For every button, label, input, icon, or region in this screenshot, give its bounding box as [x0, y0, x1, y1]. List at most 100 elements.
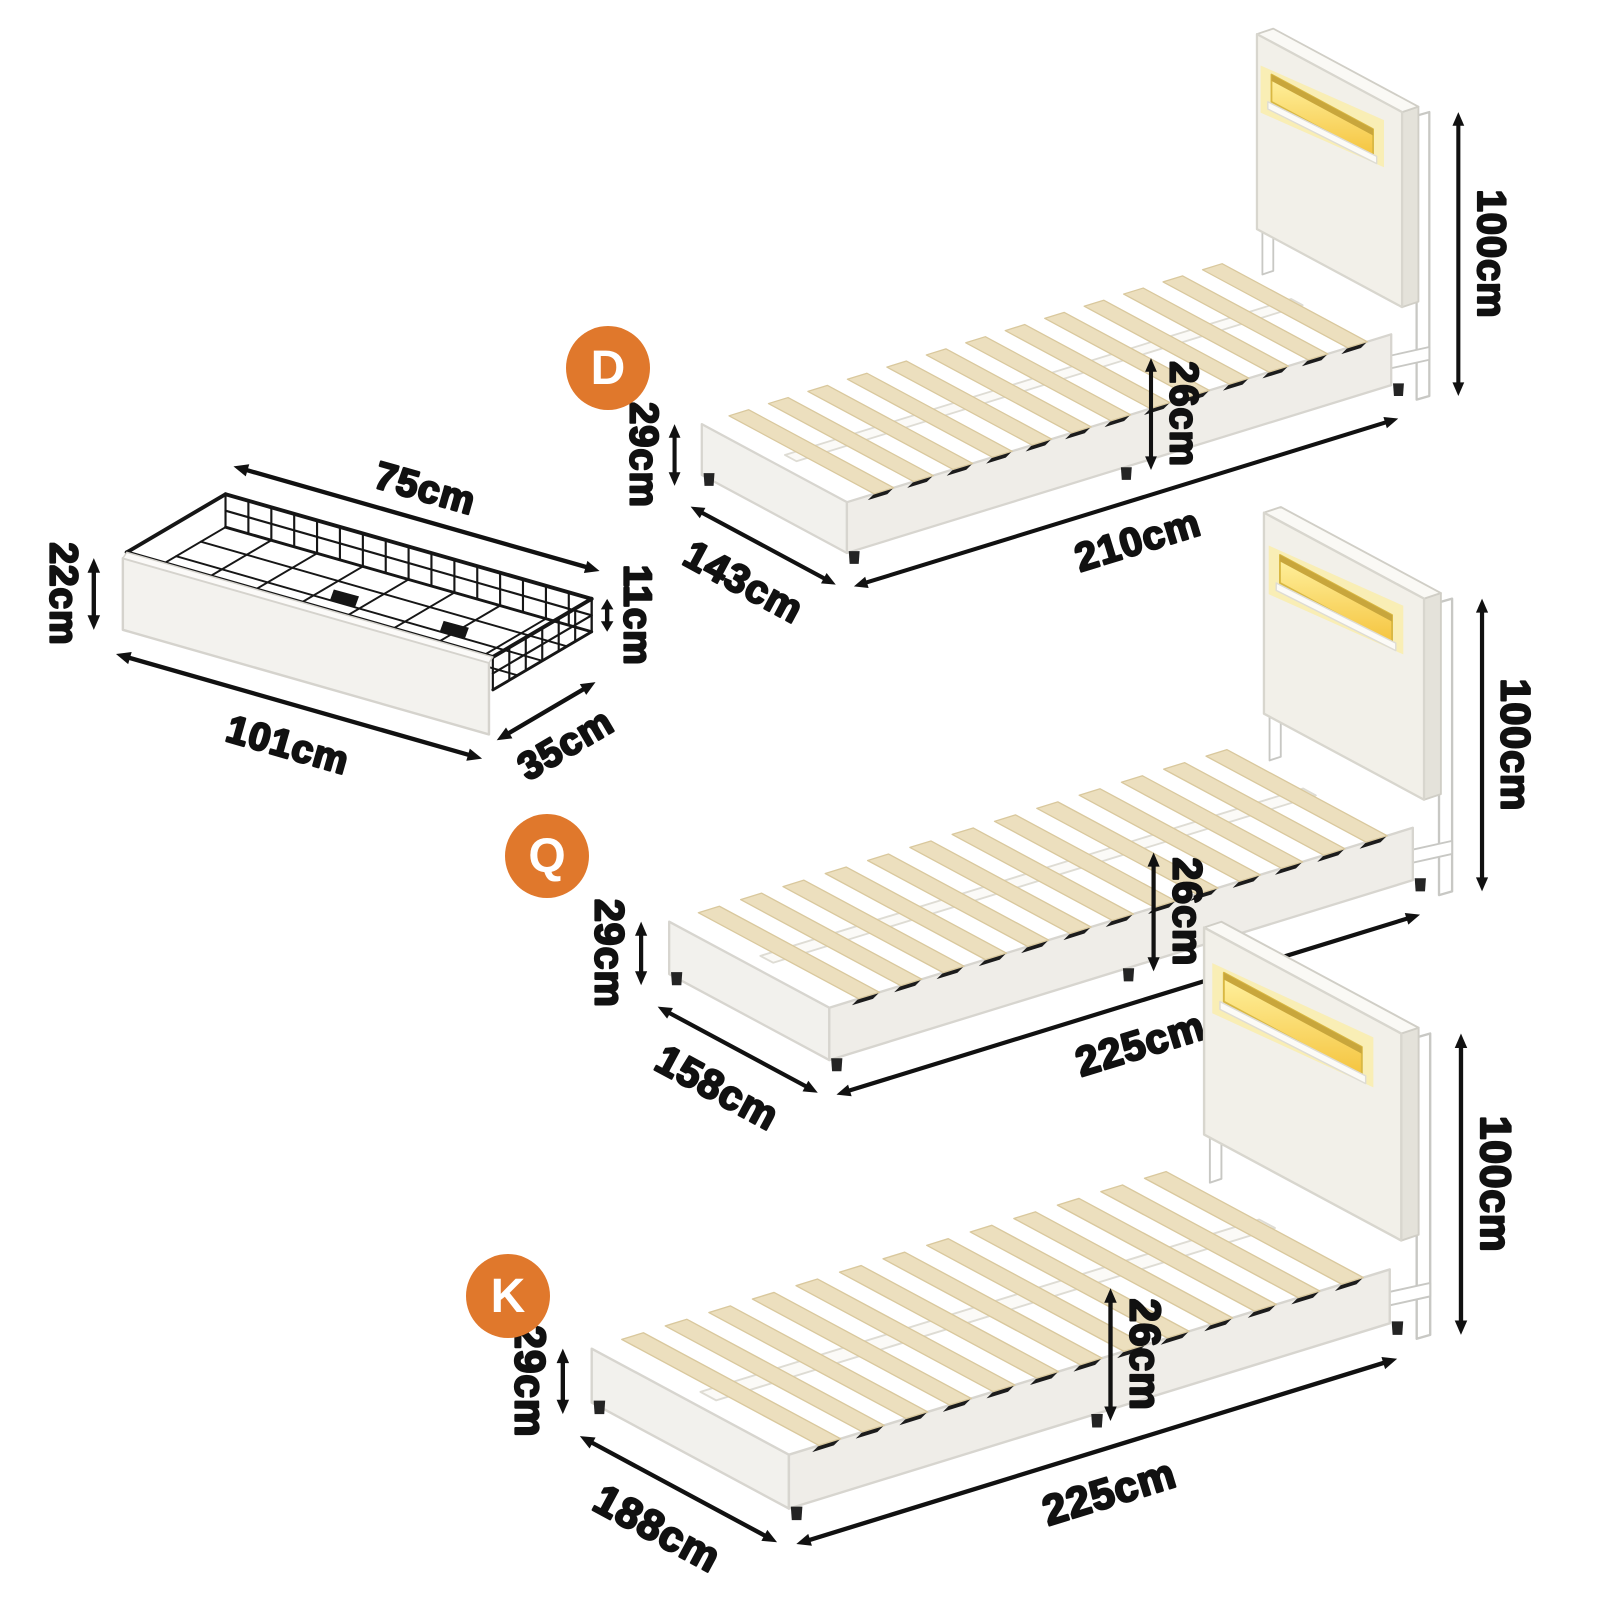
headboard-shelf — [1275, 582, 1397, 652]
slat-end-cap — [1262, 366, 1288, 379]
bed-slat — [1083, 299, 1250, 385]
slat-end-cap — [812, 1439, 840, 1453]
slat-end-cap — [1030, 1372, 1058, 1385]
dim-side-height: 29cm — [507, 1325, 554, 1437]
headboard-frame-post-right — [1437, 597, 1454, 897]
bed-foot — [703, 473, 715, 486]
bed-slat — [807, 384, 974, 471]
dim-headboard-height: 100cm — [1472, 1116, 1519, 1253]
bed-slat — [1004, 323, 1171, 410]
arrowhead — [1454, 1033, 1468, 1048]
bed-slat — [1205, 749, 1388, 843]
bed-slat — [1044, 311, 1211, 398]
bed-slat — [697, 905, 881, 1000]
arrowhead — [853, 576, 869, 588]
bed-foot — [831, 1058, 843, 1072]
bed-slat — [1100, 1184, 1321, 1299]
basket-back-midrail — [224, 509, 593, 617]
dim-arrow-headboard-height — [1452, 112, 1465, 397]
slat-end-cap — [1065, 427, 1091, 440]
dim-arrow-platform-height — [1147, 852, 1160, 972]
slat-end-cap — [1160, 1332, 1189, 1345]
arrowhead — [583, 560, 600, 573]
dim-front-length: 101cm — [222, 708, 354, 784]
bed-slat — [795, 1278, 1016, 1393]
arrowhead — [87, 615, 101, 630]
dim-arrow-headboard-height — [1454, 1033, 1468, 1335]
bed-slat — [846, 372, 1013, 458]
slat-end-cap — [851, 993, 879, 1006]
arrowhead — [1381, 1357, 1398, 1370]
arrowhead — [668, 472, 681, 486]
slat-end-cap — [1232, 875, 1260, 888]
bed-foot — [1414, 878, 1426, 892]
arrowhead — [115, 652, 132, 665]
dim-arrow-front-height — [87, 558, 101, 630]
arrowhead — [600, 621, 614, 632]
bed-foot — [848, 551, 860, 564]
dim-width: 188cm — [586, 1475, 729, 1581]
dim-line — [807, 1360, 1386, 1542]
arrowhead — [600, 598, 614, 610]
dim-arrow-side-height — [668, 424, 681, 486]
dim-arrow-platform-height — [1104, 1288, 1117, 1421]
slat-end-cap — [978, 954, 1006, 967]
slat-end-cap — [1291, 1291, 1319, 1305]
arrowhead — [556, 1399, 570, 1415]
slat-end-cap — [1025, 439, 1051, 452]
slat-end-cap — [1073, 1359, 1101, 1372]
bed-slat — [886, 360, 1053, 446]
arrowhead — [87, 558, 101, 573]
bed-slat — [965, 336, 1132, 422]
slat-end-cap — [1301, 354, 1327, 367]
arrowhead — [1475, 598, 1489, 613]
arrowhead — [690, 506, 706, 519]
slat-end-cap — [1247, 1305, 1276, 1318]
dim-line — [507, 687, 586, 736]
headboard-shelf — [1267, 101, 1378, 165]
basket-floor-wire — [199, 540, 568, 648]
slat-end-cap — [1105, 914, 1133, 927]
slat-end-cap — [867, 488, 893, 501]
dim-arrow-depth — [496, 682, 596, 741]
arrowhead — [635, 921, 648, 936]
arrowhead — [556, 1348, 570, 1364]
dim-arrow-front-length — [115, 652, 483, 761]
arrowhead — [1104, 1406, 1117, 1421]
headboard-side-face — [1423, 592, 1442, 801]
slat-end-cap — [855, 1426, 884, 1439]
dim-arrow-basket-length — [233, 464, 600, 573]
slat-end-cap — [1341, 342, 1367, 355]
arrowhead — [1454, 1320, 1468, 1335]
bed-foot — [1120, 467, 1132, 480]
arrowhead — [1452, 112, 1465, 126]
bed-slat — [621, 1332, 842, 1447]
bed-slat — [1122, 287, 1289, 373]
bed-slat — [1143, 1170, 1364, 1285]
arrowhead — [1145, 358, 1157, 372]
arrowhead — [802, 1080, 818, 1093]
slat-end-cap — [986, 1385, 1014, 1399]
bed-slat — [728, 409, 895, 495]
arrowhead — [635, 971, 648, 986]
dim-headboard-height: 100cm — [1493, 679, 1539, 812]
dim-line — [590, 1440, 767, 1538]
drawer-clip — [329, 589, 359, 607]
dim-line — [847, 916, 1409, 1093]
arrowhead — [466, 748, 483, 761]
dim-arrow-length — [853, 416, 1399, 588]
dim-arrow-length — [836, 912, 1421, 1097]
drawer-panel-top-edge — [122, 551, 494, 664]
arrowhead — [579, 682, 596, 695]
bed-foot — [671, 972, 683, 986]
slat-end-cap — [907, 476, 933, 488]
led-strip-inner-shadow — [1279, 554, 1393, 622]
dim-arrow-platform-height — [1145, 358, 1157, 471]
arrowhead — [1145, 456, 1157, 471]
